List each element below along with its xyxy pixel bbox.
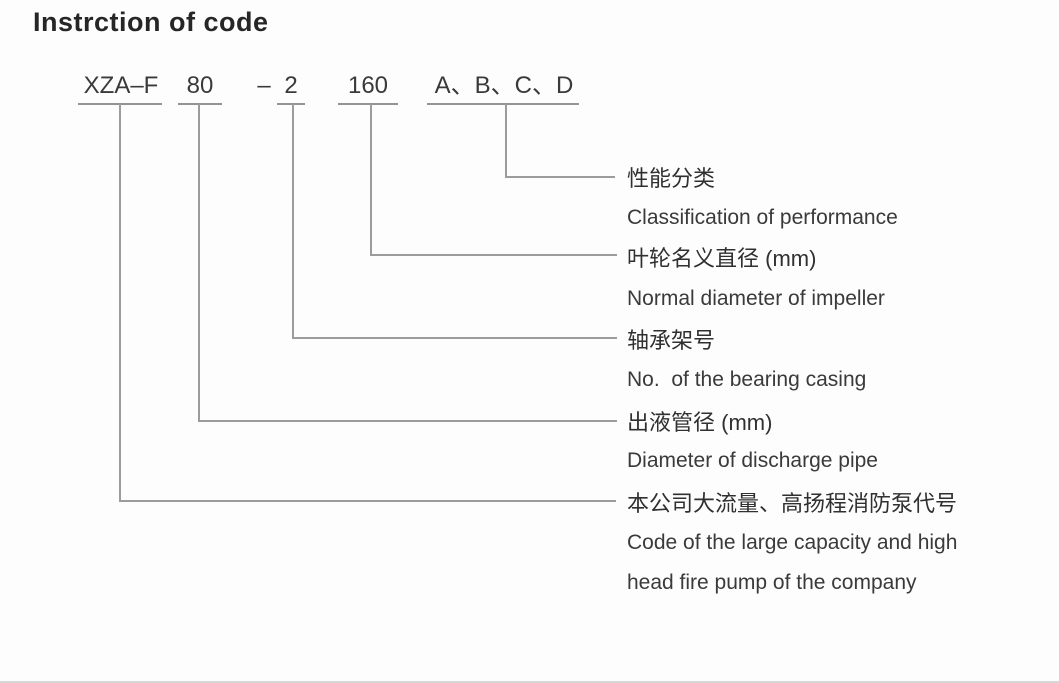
label-impeller-diameter-en: Normal diameter of impeller xyxy=(627,287,885,310)
label-company-code-en-line1: Code of the large capacity and high xyxy=(627,531,958,554)
underline-discharge-diameter xyxy=(178,103,222,105)
label-bearing-no-en: No. of the bearing casing xyxy=(627,368,867,391)
code-segment-performance-classes: A、B、C、D xyxy=(434,72,574,99)
connector-vertical-performance-classes xyxy=(505,104,507,178)
label-company-code-en-line2: head fire pump of the company xyxy=(627,571,917,594)
connector-vertical-impeller-diameter xyxy=(370,104,372,256)
code-segment-separator-dash: – xyxy=(257,72,271,99)
code-segment-discharge-diameter: 80 xyxy=(186,72,214,99)
connector-horizontal-impeller-diameter xyxy=(370,254,617,256)
underline-bearing-no xyxy=(277,103,305,105)
connector-vertical-bearing-no xyxy=(292,104,294,339)
label-bearing-no-zh: 轴承架号 xyxy=(627,328,716,353)
connector-vertical-discharge-diameter xyxy=(198,104,200,422)
label-performance-class-en: Classification of performance xyxy=(627,206,898,229)
label-discharge-diameter-en: Diameter of discharge pipe xyxy=(627,449,878,472)
code-segment-company-code: XZA–F xyxy=(83,72,159,99)
page-title: Instrction of code xyxy=(33,7,269,37)
label-impeller-diameter-zh: 叶轮名义直径 (mm) xyxy=(627,246,817,271)
connector-horizontal-discharge-diameter xyxy=(198,420,617,422)
label-company-code-zh: 本公司大流量、高扬程消防泵代号 xyxy=(627,491,958,516)
underline-performance-classes xyxy=(427,103,579,105)
connector-horizontal-performance-classes xyxy=(505,176,615,178)
code-segment-bearing-no: 2 xyxy=(284,72,298,99)
connector-horizontal-company-code xyxy=(119,500,616,502)
label-discharge-diameter-zh: 出液管径 (mm) xyxy=(627,410,773,435)
underline-impeller-diameter xyxy=(338,103,398,105)
connector-horizontal-bearing-no xyxy=(292,337,617,339)
label-performance-class-zh: 性能分类 xyxy=(627,166,716,191)
connector-vertical-company-code xyxy=(119,104,121,502)
code-segment-impeller-diameter: 160 xyxy=(347,72,389,99)
